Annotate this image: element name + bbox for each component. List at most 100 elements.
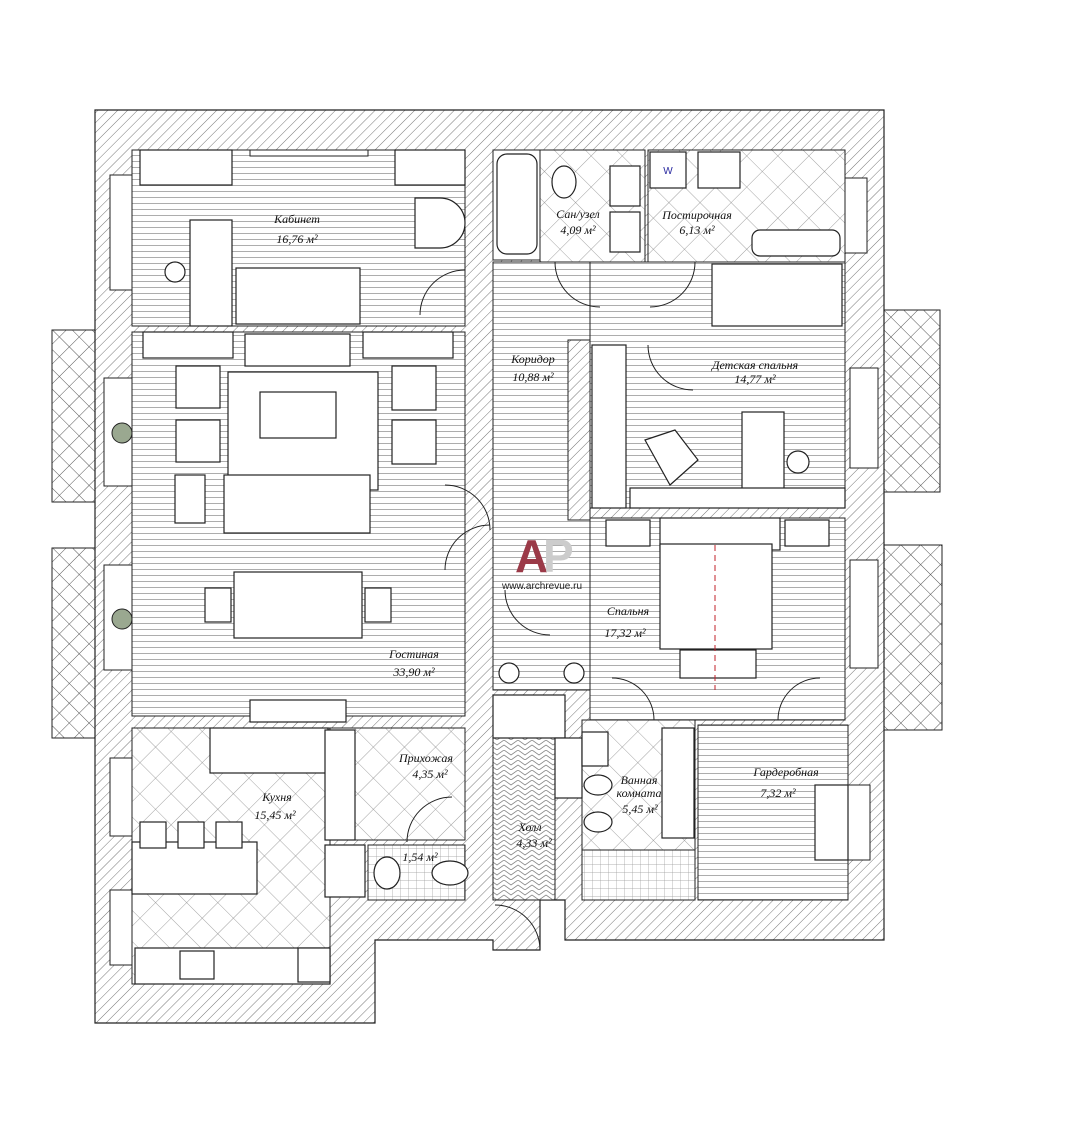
chair <box>204 587 232 623</box>
laundry-bench <box>751 229 841 257</box>
window <box>109 889 133 966</box>
door-sanuzel[interactable] <box>554 261 601 308</box>
door-vannaya[interactable] <box>611 677 655 721</box>
armchair <box>414 197 466 249</box>
label-garderobnaya: Гардеробная <box>752 765 819 779</box>
washer-label: W <box>663 166 673 177</box>
cabinet-storage <box>139 149 233 186</box>
area-prihozhaya: 4,35 м² <box>412 767 448 781</box>
window <box>844 177 868 254</box>
toilet <box>551 165 577 199</box>
sofa <box>223 474 371 534</box>
label-gostinaya: Гостиная <box>388 647 439 661</box>
toilet <box>583 811 613 833</box>
label-koridor: Коридор <box>510 352 555 366</box>
watermark-logo-p: P <box>543 530 574 582</box>
window <box>849 367 879 469</box>
armchair <box>175 365 221 409</box>
label-postirochnaya: Постирочная <box>661 208 732 222</box>
plant <box>111 422 133 444</box>
kitchen-counter <box>209 727 329 774</box>
hall-cabinet <box>554 737 583 799</box>
balconies <box>51 309 943 739</box>
entrance-door[interactable] <box>494 904 541 951</box>
balcony-right-bottom <box>883 544 943 731</box>
area-kabinet: 16,76 м² <box>276 232 318 246</box>
door-gostinaya[interactable] <box>444 524 491 571</box>
armchair <box>644 429 699 486</box>
washing-machine <box>649 151 687 189</box>
door-garderobnaya[interactable] <box>777 677 821 721</box>
kitchen-island <box>131 841 258 895</box>
cabinet <box>362 331 454 359</box>
dresser <box>814 784 849 861</box>
doors <box>406 261 821 951</box>
vanity <box>581 731 609 767</box>
balcony-left-top <box>51 329 96 503</box>
radiator-round <box>498 662 520 684</box>
pouf <box>174 474 206 524</box>
bench <box>679 649 757 679</box>
watermark: A P www.archrevue.ru <box>501 530 582 592</box>
coffee-table <box>259 391 337 439</box>
label-kabinet: Кабинет <box>273 212 320 226</box>
window <box>109 174 133 291</box>
laundry-sink <box>697 151 741 189</box>
furniture: W <box>111 149 849 985</box>
door-postirochnaya[interactable] <box>649 261 696 308</box>
area-holl: 4,33 м² <box>516 836 552 850</box>
armchair <box>391 419 437 465</box>
sofa <box>235 267 361 325</box>
area-spalnya: 17,32 м² <box>604 626 646 640</box>
bar-stool <box>139 821 167 849</box>
window <box>849 559 879 669</box>
shower-cabinet <box>324 844 366 898</box>
wc-sink <box>373 856 401 890</box>
watermark-url: www.archrevue.ru <box>501 581 582 592</box>
room-labels: Кабинет 16,76 м² Сан/узел 4,09 м² Постир… <box>254 207 819 864</box>
plant <box>111 608 133 630</box>
child-bed <box>711 263 843 327</box>
prihozhaya-wardrobe <box>324 729 356 841</box>
door-detskaya[interactable] <box>647 344 694 391</box>
door-gostinaya[interactable] <box>444 484 491 531</box>
watermark-logo-a: A <box>515 530 548 582</box>
office-chair <box>164 261 186 283</box>
door-wc[interactable] <box>406 796 453 843</box>
bidet <box>583 774 613 796</box>
label-prihozhaya: Прихожая <box>398 751 453 765</box>
shelf <box>629 487 846 509</box>
area-sanuzel: 4,09 м² <box>560 223 596 237</box>
armchair <box>391 365 437 411</box>
dryer <box>609 211 641 253</box>
label-vannaya-line2: комната <box>616 786 661 800</box>
desk <box>189 219 233 327</box>
nightstand <box>784 519 830 547</box>
radiator-unit <box>249 699 347 723</box>
label-vannaya: Ванная <box>621 773 658 787</box>
office-chair <box>786 450 810 474</box>
label-detskaya: Детская спальня <box>711 358 799 372</box>
area-detskaya: 14,77 м² <box>734 372 776 386</box>
kitchen-sink <box>297 947 331 983</box>
wardrobe <box>591 344 627 509</box>
cabinet-storage <box>394 149 466 186</box>
toilet <box>431 860 469 886</box>
tv-stand <box>244 333 351 367</box>
radiator-round <box>563 662 585 684</box>
door-kabinet[interactable] <box>419 269 466 316</box>
double-vanity <box>661 727 695 839</box>
double-bed <box>659 543 773 650</box>
label-sanuzel: Сан/узел <box>556 207 599 221</box>
cooktop <box>179 950 215 980</box>
area-koridor: 10,88 м² <box>512 370 554 384</box>
balcony-right-top <box>883 309 941 493</box>
chair <box>364 587 392 623</box>
area-postirochnaya: 6,13 м² <box>679 223 715 237</box>
armchair <box>175 419 221 463</box>
label-holl: Холл <box>517 820 541 834</box>
area-wc: 1,54 м² <box>402 850 438 864</box>
door-spalnya[interactable] <box>504 589 551 636</box>
window <box>249 149 369 157</box>
